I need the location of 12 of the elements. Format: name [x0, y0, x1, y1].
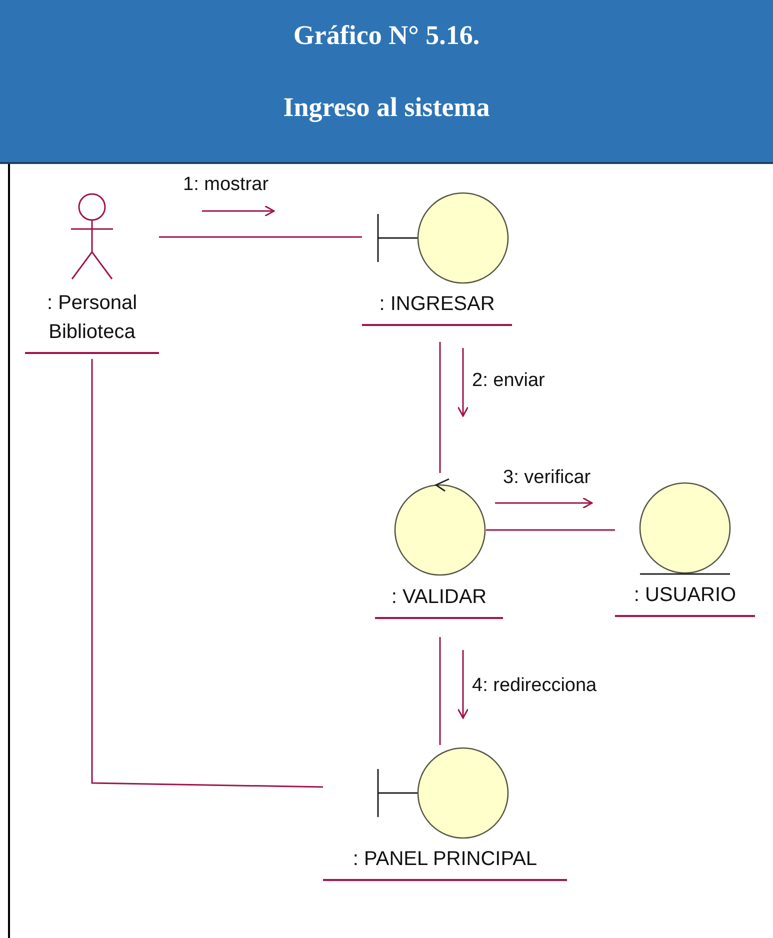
link-line: [159, 236, 362, 238]
object-label: : VALIDAR: [375, 583, 503, 619]
figure-title: Gráfico N° 5.16.: [292, 20, 481, 51]
link-line: [439, 637, 441, 745]
object-label: : INGRESAR: [362, 290, 512, 326]
link-line: [439, 342, 441, 473]
object-label: : USUARIO: [615, 581, 755, 617]
link-line: [486, 529, 615, 531]
object-label: : PANEL PRINCIPAL: [323, 845, 567, 881]
link-line: [91, 359, 324, 788]
object-label: : Personal Biblioteca: [25, 289, 159, 354]
figure-subtitle: Ingreso al sistema: [282, 92, 491, 123]
